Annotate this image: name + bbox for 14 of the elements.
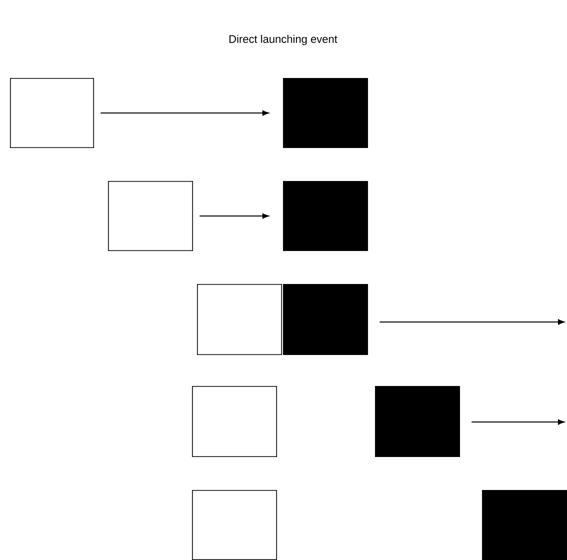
empty-box [10,78,94,148]
arrow [379,319,564,325]
arrow [471,419,564,425]
empty-box [192,386,277,457]
arrow [100,110,269,116]
filled-box [283,78,368,148]
empty-box [192,490,277,560]
filled-box [283,181,368,251]
filled-box [375,386,460,457]
title: Direct launching event [230,34,338,46]
filled-box [482,490,567,560]
arrow [199,213,269,219]
empty-box [108,181,193,251]
filled-box [283,284,368,355]
